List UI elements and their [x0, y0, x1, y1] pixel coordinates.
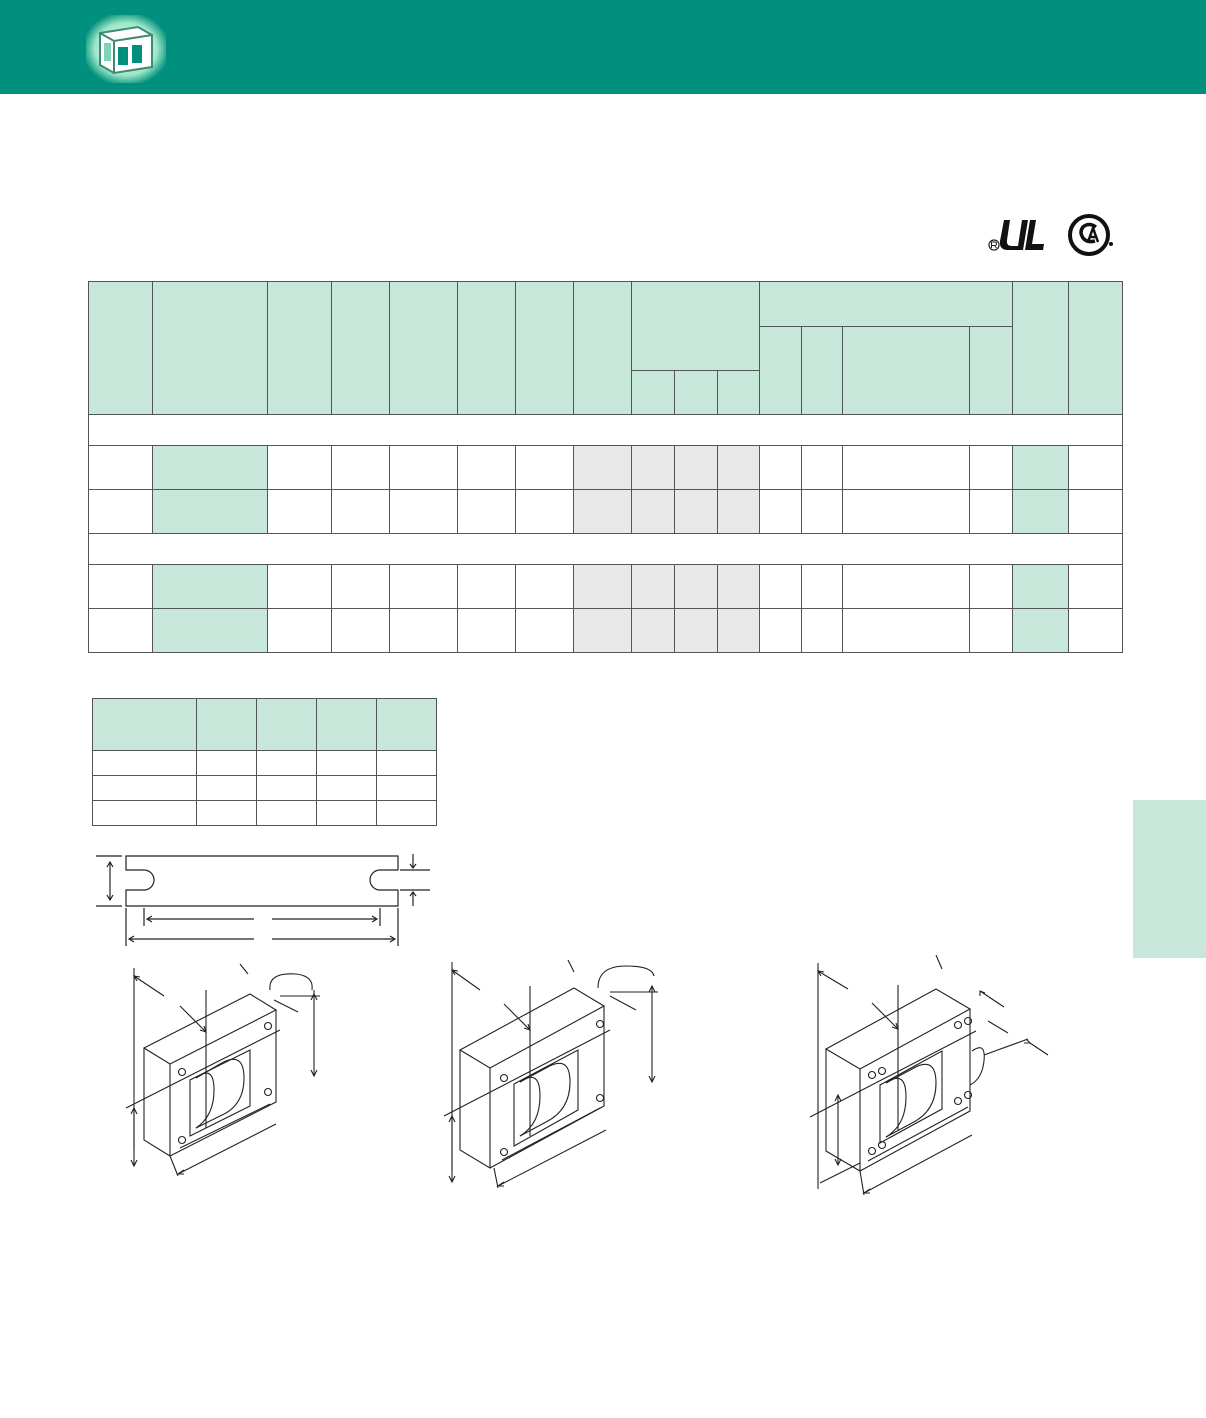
section-tab: [1133, 800, 1206, 958]
header-cell: [196, 698, 257, 751]
ul-recognized-icon: [988, 220, 1044, 251]
header-cell: [573, 281, 632, 415]
header-cell: [267, 281, 332, 415]
header-cell: [92, 698, 197, 751]
section-row: [87, 414, 1124, 446]
header-cell: [88, 281, 153, 415]
ballast-core-coil-middle: [443, 960, 658, 1189]
header-subcell: [969, 326, 1014, 415]
header-cell: [457, 281, 516, 415]
header-subcell: [801, 326, 844, 415]
ballast-core-coil-front: [125, 963, 320, 1177]
mounting-plate-outline: [96, 854, 430, 946]
header-subcell: [716, 370, 761, 415]
header-subcell: [631, 370, 675, 415]
header-bar: [0, 0, 1206, 94]
header-group-cell: [630, 281, 761, 371]
header-cell: [316, 698, 377, 751]
header-cell: [152, 281, 268, 415]
header-cell: [515, 281, 574, 415]
header-cell: [376, 698, 437, 751]
header-cell: [1068, 281, 1124, 415]
table-row: [92, 775, 437, 801]
header-subcell: [674, 370, 718, 415]
csa-certified-icon: [1068, 214, 1113, 256]
ballast-core-coil-right: [809, 955, 1049, 1196]
header-cell: [389, 281, 458, 415]
header-group-cell: [759, 281, 1014, 327]
header-cell: [256, 698, 317, 751]
ballast-spec-table: [87, 281, 1124, 653]
table-row: [88, 445, 1124, 490]
transformer-logo-icon: [86, 15, 166, 83]
header-subcell: [759, 326, 803, 415]
table-row: [88, 564, 1124, 609]
table-row: [92, 750, 437, 776]
table-row: [88, 489, 1124, 534]
header-subcell: [842, 326, 971, 415]
dimension-table: [92, 698, 437, 826]
header-cell: [1012, 281, 1070, 415]
section-row: [87, 533, 1124, 565]
table-row: [88, 608, 1124, 653]
header-cell: [331, 281, 390, 415]
table-row: [92, 800, 437, 826]
